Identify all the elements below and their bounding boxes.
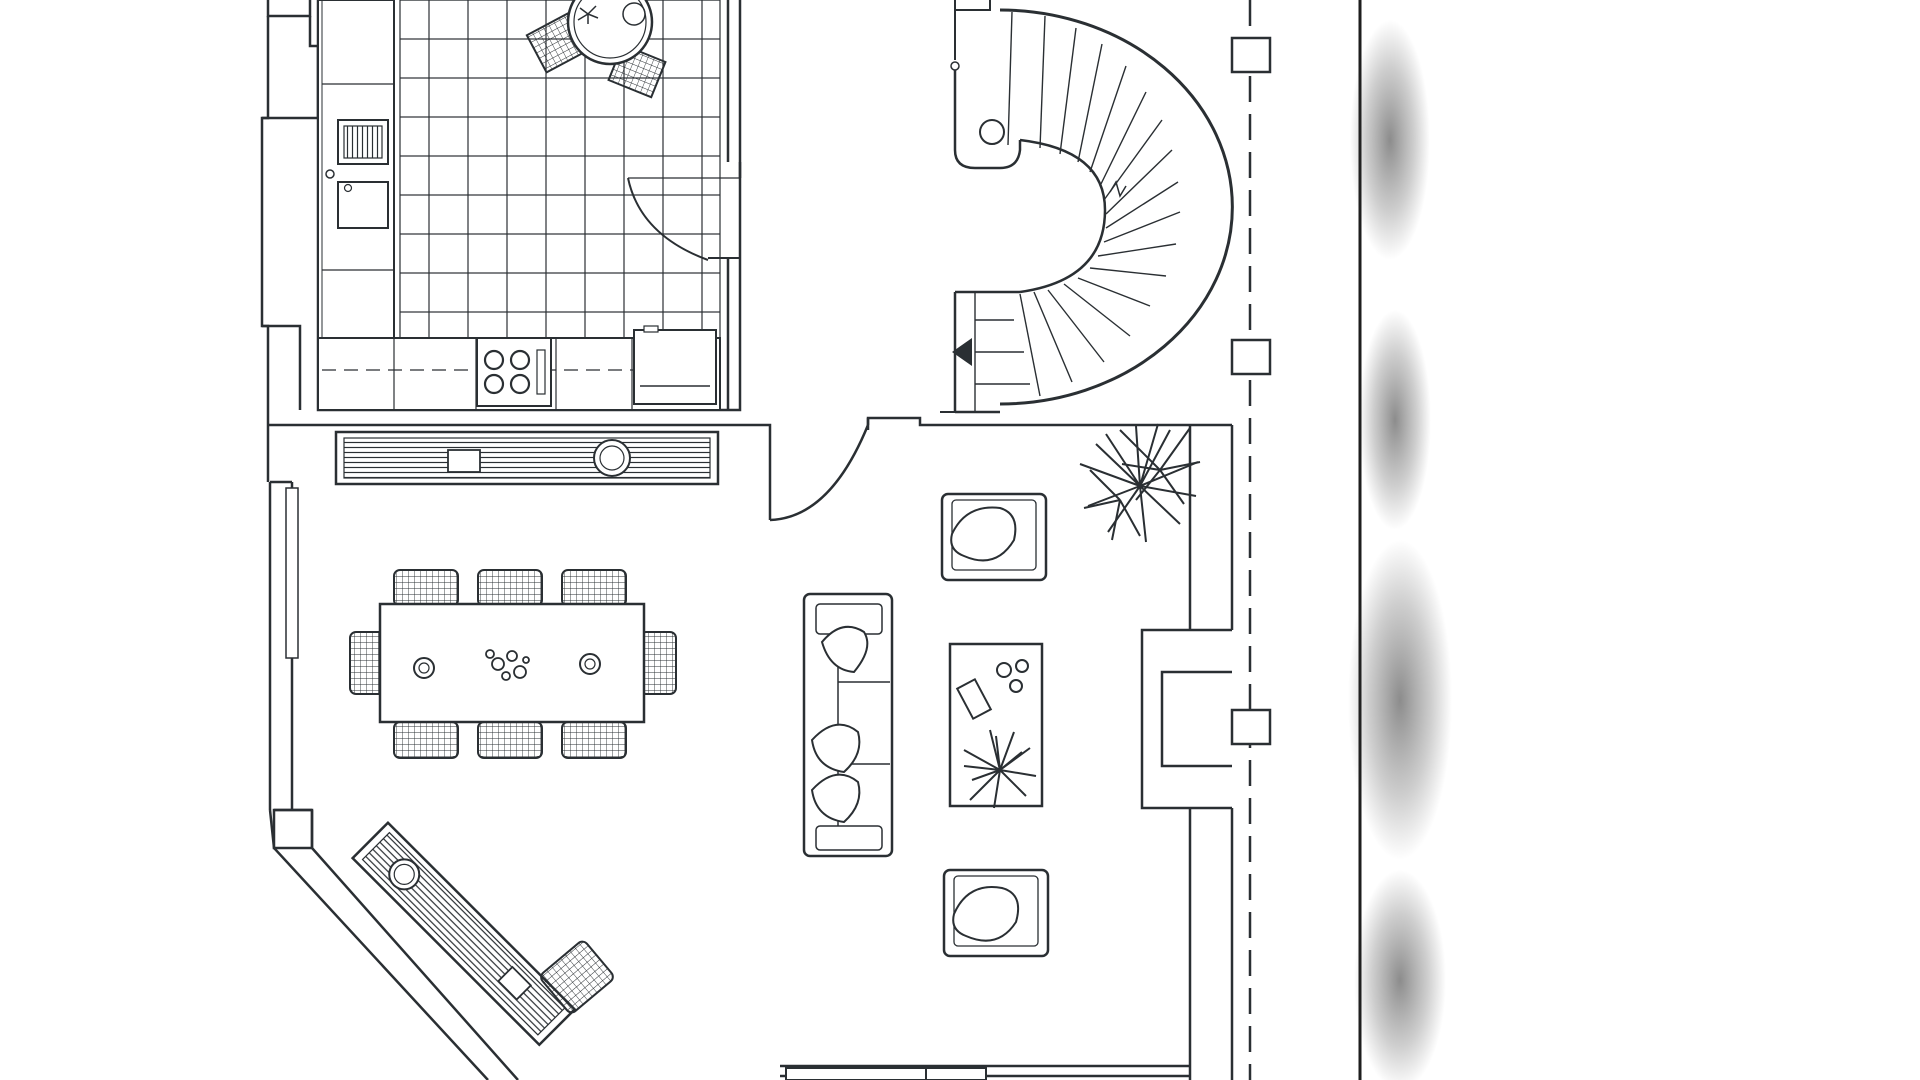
scan-edge [1348, 0, 1452, 1080]
potted-plant [1079, 423, 1201, 543]
bottom-opening [785, 1067, 987, 1080]
sink [325, 119, 389, 229]
balcony-rail [1230, 0, 1272, 1080]
sideboard [334, 430, 720, 486]
living-area [802, 423, 1201, 958]
sofa [802, 592, 894, 858]
kitchen-table [525, 0, 667, 99]
kitchen [317, 0, 740, 411]
cooktop [476, 337, 552, 407]
armchair-top [940, 492, 1048, 582]
armchair-bottom [942, 868, 1050, 958]
stair-arrow [952, 338, 972, 366]
spiral-stair [940, 0, 1234, 414]
walls [260, 0, 1234, 1080]
coffee-table [948, 642, 1044, 809]
corner-desk [350, 820, 577, 1047]
desk-chair [540, 940, 614, 1014]
dining-area [285, 430, 720, 759]
dining-table [378, 602, 646, 724]
oven [633, 325, 717, 405]
